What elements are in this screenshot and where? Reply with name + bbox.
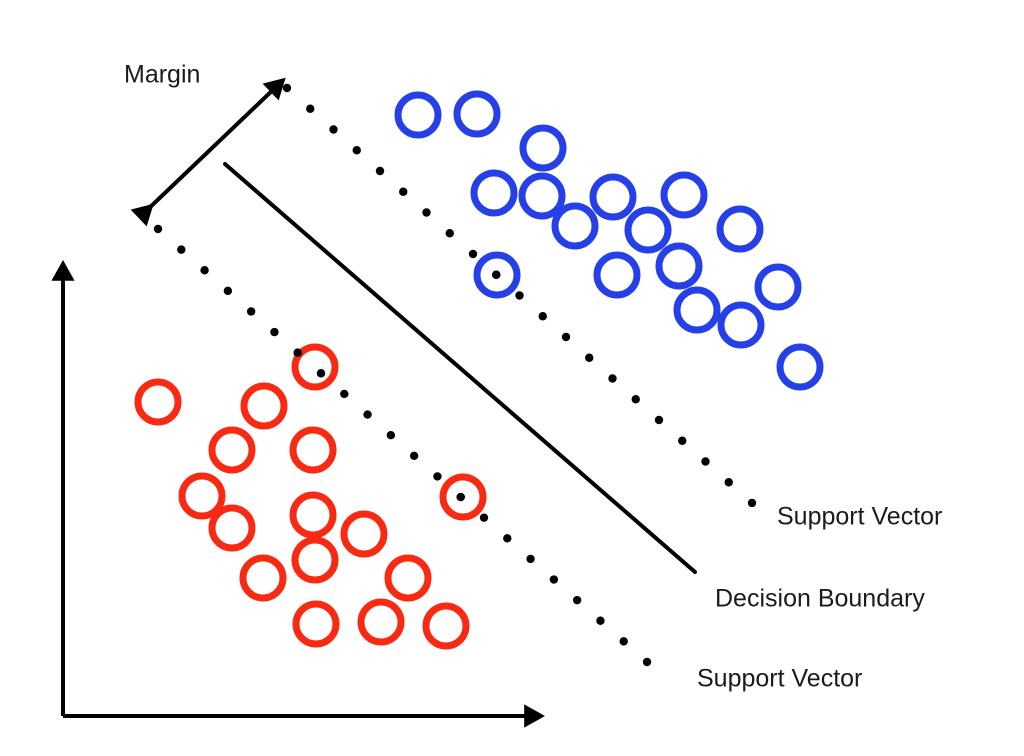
support-vector-marker-dot [492, 270, 501, 279]
lower-margin-boundary-dot [479, 513, 489, 522]
data-point [239, 554, 287, 602]
data-point [673, 286, 721, 334]
support-vector-marker-dot [456, 492, 465, 502]
upper-margin-boundary-dot [701, 457, 710, 466]
lower-margin-boundary-dot [363, 410, 372, 419]
data-point [439, 473, 487, 521]
data-point [289, 426, 337, 474]
lower-margin-boundary-dot [409, 451, 419, 461]
data-point [240, 382, 288, 430]
data-point [655, 242, 703, 290]
data-point [291, 343, 339, 391]
lower-margin-boundary-dot [572, 595, 582, 605]
lower-margin-boundary-dot [153, 224, 163, 234]
axes-group [51, 260, 545, 728]
data-point [470, 169, 518, 217]
data-point [289, 491, 337, 539]
data-point [394, 91, 442, 139]
upper-margin-boundary-dot [422, 208, 431, 217]
data-point [178, 472, 226, 520]
upper-margin-boundary-dot [678, 436, 687, 445]
data-point [776, 343, 824, 391]
upper-margin-boundary-dot [747, 498, 757, 508]
upper-margin-boundary-dot [399, 187, 408, 196]
lower-margin-boundary-dot [549, 575, 559, 584]
lower-margin-boundary-dot [246, 307, 256, 316]
upper-margin-boundary-dot [561, 332, 571, 342]
support-vector-dot-overlay [293, 270, 501, 502]
upper-margin-boundary-dot [724, 478, 733, 487]
data-point [593, 251, 641, 299]
margin-arrow [130, 77, 286, 227]
upper-margin-boundary-dot [631, 395, 640, 404]
lower-margin-boundary-dot [270, 327, 279, 337]
data-point [208, 426, 256, 474]
upper-margin-boundary-dot [468, 249, 478, 259]
lower-margin-boundary-dot [526, 554, 535, 564]
support-vector-marker-dot [316, 369, 326, 378]
data-point [754, 263, 802, 311]
lower-margin-boundary-dot [223, 286, 233, 296]
decision-boundary-group [223, 162, 697, 574]
upper-margin-boundary-dot [538, 312, 547, 321]
lower-margin-boundary-dot [619, 637, 628, 646]
support-vector-bottom-label: Support Vector [697, 665, 862, 693]
support-vector-top-label: Support Vector [777, 503, 942, 531]
margin-label: Margin [124, 61, 200, 89]
upper-margin-boundary-dot [585, 353, 594, 362]
data-point [589, 173, 637, 221]
data-point [291, 536, 339, 584]
data-points-group [134, 90, 824, 650]
data-point [660, 171, 708, 219]
labels-group: Margin Support Vector Decision Boundary … [124, 61, 942, 693]
data-point [717, 301, 765, 349]
data-point [357, 598, 405, 646]
upper-margin-boundary-dot [515, 291, 524, 300]
decision-boundary-line [223, 162, 697, 574]
data-point [453, 90, 501, 138]
data-point [208, 504, 256, 552]
data-point [716, 205, 764, 253]
lower-margin-boundary-dot [596, 616, 605, 625]
data-point [624, 206, 672, 254]
data-point [551, 202, 599, 250]
lower-margin-boundary-dot [503, 534, 512, 543]
support-vector-marker-dot [293, 348, 302, 357]
data-point [134, 378, 182, 426]
upper-margin-boundary-dot [306, 104, 315, 113]
decision-boundary-label: Decision Boundary [715, 585, 925, 613]
upper-margin-boundary-dot [608, 374, 617, 383]
data-point [422, 602, 470, 650]
lower-margin-boundary-dot [386, 430, 396, 440]
margin-arrow-group [130, 77, 286, 227]
data-point [473, 251, 521, 299]
upper-margin-boundary-dot [445, 229, 454, 238]
data-point [292, 600, 340, 648]
lower-margin-boundary-dot [200, 266, 209, 275]
lower-margin-boundary-dot [177, 245, 186, 254]
upper-margin-boundary-dot [352, 146, 361, 155]
lower-margin-boundary-dot [340, 389, 349, 399]
data-point [519, 124, 567, 172]
upper-margin-boundary-dot [654, 415, 664, 425]
lower-margin-boundary-dot [433, 472, 442, 481]
upper-margin-boundary-dot [329, 125, 338, 134]
data-point [340, 510, 388, 558]
lower-margin-boundary-dot [642, 657, 652, 667]
data-point [518, 172, 566, 220]
upper-margin-boundary-dot [375, 166, 385, 176]
upper-margin-boundary-dot [282, 83, 292, 93]
data-point [384, 554, 432, 602]
